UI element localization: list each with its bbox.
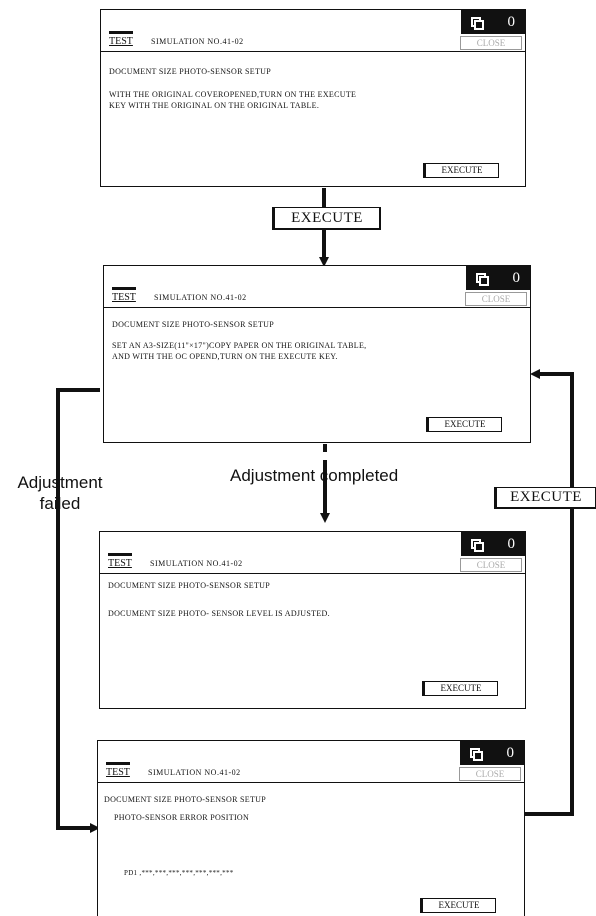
adjustment-failed-line2: failed bbox=[39, 494, 81, 513]
screen-title: DOCUMENT SIZE PHOTO-SENSOR SETUP bbox=[104, 795, 266, 804]
copy-counter: 0 bbox=[460, 741, 524, 765]
screen-title: DOCUMENT SIZE PHOTO-SENSOR SETUP bbox=[109, 67, 271, 76]
test-label: TEST bbox=[112, 287, 136, 303]
screen-4: 0 TEST SIMULATION NO.41-02 CLOSE DOCUMEN… bbox=[97, 740, 525, 916]
adjustment-completed-label: Adjustment completed bbox=[230, 466, 399, 485]
title-bar: TEST SIMULATION NO.41-02 CLOSE bbox=[101, 31, 525, 52]
counter-value: 0 bbox=[507, 535, 516, 552]
adjustment-failed-label: Adjustment failed bbox=[8, 472, 112, 514]
copy-counter: 0 bbox=[461, 10, 525, 34]
execute-button[interactable]: EXECUTE bbox=[423, 163, 499, 178]
counter-value: 0 bbox=[506, 744, 515, 761]
adjustment-failed-line1: Adjustment bbox=[17, 473, 103, 492]
arrow-execute-loop bbox=[525, 369, 574, 816]
test-label: TEST bbox=[109, 31, 133, 47]
counter-value: 0 bbox=[507, 13, 516, 30]
counter-value: 0 bbox=[512, 269, 521, 286]
execute-key-label: EXECUTE bbox=[272, 207, 381, 230]
error-position-values: PD1 ,***,***,***,***,***,***,*** bbox=[124, 869, 234, 877]
execute-button[interactable]: EXECUTE bbox=[422, 681, 498, 696]
instruction-line: KEY WITH THE ORIGINAL ON THE ORIGINAL TA… bbox=[109, 101, 320, 110]
close-button[interactable]: CLOSE bbox=[465, 292, 527, 306]
simulation-label: SIMULATION NO.41-02 bbox=[154, 293, 247, 302]
error-heading: PHOTO-SENSOR ERROR POSITION bbox=[114, 813, 250, 822]
simulation-label: SIMULATION NO.41-02 bbox=[150, 559, 243, 568]
copy-counter: 0 bbox=[461, 532, 525, 556]
copy-icon bbox=[476, 272, 489, 286]
execute-button[interactable]: EXECUTE bbox=[426, 417, 502, 432]
screen-1: 0 TEST SIMULATION NO.41-02 CLOSE DOCUMEN… bbox=[100, 9, 526, 187]
copy-counter: 0 bbox=[466, 266, 530, 290]
screen-2: 0 TEST SIMULATION NO.41-02 CLOSE DOCUMEN… bbox=[103, 265, 531, 443]
screen-3: 0 TEST SIMULATION NO.41-02 CLOSE DOCUMEN… bbox=[99, 531, 526, 709]
simulation-label: SIMULATION NO.41-02 bbox=[148, 768, 241, 777]
title-bar: TEST SIMULATION NO.41-02 CLOSE bbox=[100, 553, 525, 574]
execute-loop-label: EXECUTE bbox=[494, 487, 596, 509]
simulation-label: SIMULATION NO.41-02 bbox=[151, 37, 244, 46]
copy-icon bbox=[471, 538, 484, 552]
screen-title: DOCUMENT SIZE PHOTO-SENSOR SETUP bbox=[108, 581, 270, 590]
copy-icon bbox=[470, 747, 483, 761]
copy-icon bbox=[471, 16, 484, 30]
title-bar: TEST SIMULATION NO.41-02 CLOSE bbox=[98, 762, 524, 783]
close-button[interactable]: CLOSE bbox=[459, 767, 521, 781]
execute-button[interactable]: EXECUTE bbox=[420, 898, 496, 913]
title-bar: TEST SIMULATION NO.41-02 CLOSE bbox=[104, 287, 530, 308]
close-button[interactable]: CLOSE bbox=[460, 36, 522, 50]
arrow-adjustment-failed bbox=[56, 388, 100, 833]
status-message: DOCUMENT SIZE PHOTO- SENSOR LEVEL IS ADJ… bbox=[108, 609, 330, 618]
close-button[interactable]: CLOSE bbox=[460, 558, 522, 572]
screen-title: DOCUMENT SIZE PHOTO-SENSOR SETUP bbox=[112, 320, 274, 329]
test-label: TEST bbox=[108, 553, 132, 569]
instruction-line: WITH THE ORIGINAL COVEROPENED,TURN ON TH… bbox=[109, 90, 357, 99]
instruction-line: SET AN A3-SIZE(11"×17")COPY PAPER ON THE… bbox=[112, 341, 367, 350]
instruction-line: AND WITH THE OC OPEND,TURN ON THE EXECUT… bbox=[112, 352, 338, 361]
test-label: TEST bbox=[106, 762, 130, 778]
